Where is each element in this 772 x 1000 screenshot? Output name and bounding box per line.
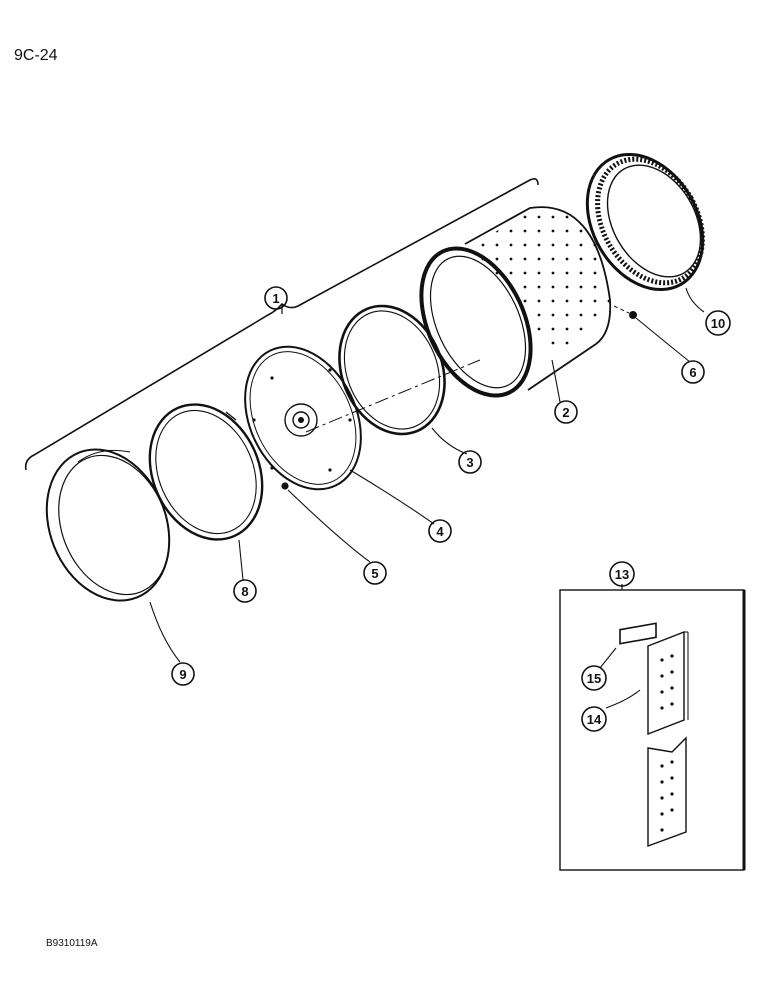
part-15-pad bbox=[619, 622, 657, 645]
disc-bolt-holes bbox=[252, 368, 352, 472]
callout-6-label: 6 bbox=[689, 365, 696, 380]
callout-8: 8 bbox=[233, 579, 257, 603]
page-code: 9C-24 bbox=[14, 47, 58, 64]
callout-10: 10 bbox=[705, 310, 731, 336]
callout-1-label: 1 bbox=[272, 291, 279, 306]
figure-id: B9310119A bbox=[46, 938, 98, 949]
callout-4: 4 bbox=[428, 519, 452, 543]
callout-2: 2 bbox=[554, 400, 578, 424]
part-14-strip-upper bbox=[647, 630, 689, 736]
callout-1: 1 bbox=[264, 286, 288, 310]
part-14-strip-lower bbox=[647, 736, 687, 848]
callout-3: 3 bbox=[458, 450, 482, 474]
callout-13-label: 13 bbox=[615, 567, 629, 582]
drum-front-rim bbox=[419, 246, 533, 398]
part-5-fastener bbox=[281, 482, 289, 490]
part-9-outer-band bbox=[45, 448, 171, 602]
callout-13: 13 bbox=[609, 561, 635, 587]
callout-6: 6 bbox=[681, 360, 705, 384]
callout-9-label: 9 bbox=[179, 667, 186, 682]
inset-box bbox=[559, 584, 746, 871]
callout-15: 15 bbox=[581, 665, 607, 691]
part-3-ring bbox=[338, 304, 446, 436]
callout-5: 5 bbox=[363, 561, 387, 585]
part-2-perforated-drum bbox=[419, 206, 612, 398]
assembly-bracket bbox=[24, 178, 539, 471]
part-8-retaining-ring bbox=[148, 403, 264, 541]
callout-9: 9 bbox=[171, 662, 195, 686]
callout-2-label: 2 bbox=[562, 405, 569, 420]
callout-8-label: 8 bbox=[241, 584, 248, 599]
part-10-seal-ring bbox=[585, 152, 705, 292]
callout-5-label: 5 bbox=[371, 566, 378, 581]
callout-10-label: 10 bbox=[711, 316, 725, 331]
callout-3-label: 3 bbox=[466, 455, 473, 470]
part-4-end-disc bbox=[244, 345, 362, 491]
callout-14: 14 bbox=[581, 706, 607, 732]
callout-15-label: 15 bbox=[587, 671, 601, 686]
assembly-centerline bbox=[305, 359, 481, 433]
part-6-screw bbox=[613, 305, 637, 319]
callout-14-label: 14 bbox=[587, 712, 602, 727]
callout-4-label: 4 bbox=[436, 524, 444, 539]
leader-lines bbox=[149, 287, 705, 709]
